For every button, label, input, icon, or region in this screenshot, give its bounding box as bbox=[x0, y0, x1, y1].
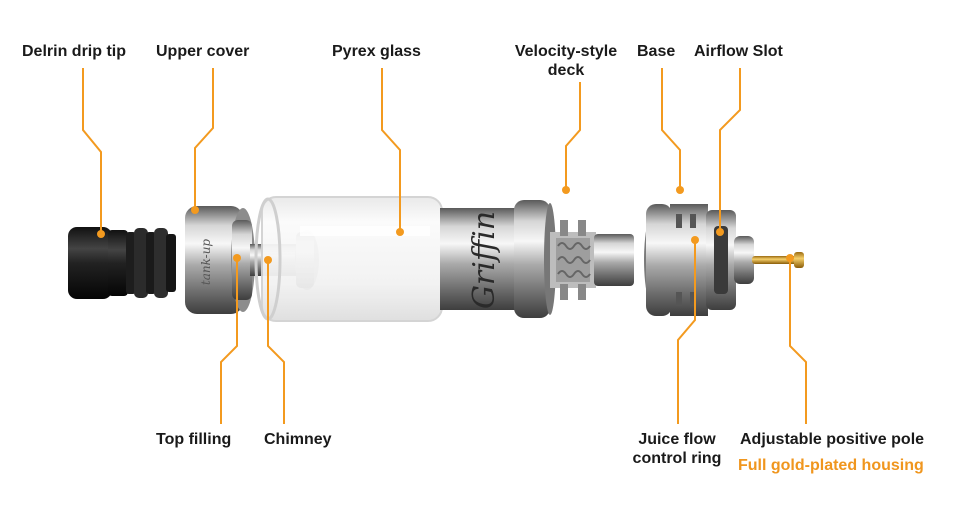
leader-top-filling bbox=[220, 258, 238, 424]
label-upper-cover: Upper cover bbox=[156, 43, 250, 60]
label-deck-line1: Velocity-style bbox=[514, 43, 618, 60]
base bbox=[644, 204, 754, 316]
leader-lines bbox=[82, 68, 807, 424]
leader-upper-cover bbox=[194, 68, 214, 210]
label-deck: Velocity-style deck bbox=[496, 42, 636, 80]
leader-base bbox=[661, 68, 681, 190]
leader-chimney bbox=[267, 260, 285, 424]
leader-positive-pole bbox=[789, 258, 807, 424]
leader-drip-tip bbox=[82, 68, 102, 234]
leader-juice-ring bbox=[677, 240, 696, 424]
tank-body: Griffin bbox=[440, 200, 556, 318]
label-juice-line1: Juice flow bbox=[638, 431, 716, 448]
positive-pole bbox=[752, 252, 804, 268]
leader-airflow bbox=[719, 68, 741, 232]
upper-cover: tank-up bbox=[185, 206, 255, 314]
label-juice-line2: control ring bbox=[632, 450, 722, 467]
label-juice-ring: Juice flow control ring bbox=[614, 430, 740, 468]
leader-dots bbox=[97, 186, 794, 264]
label-top-filling: Top filling bbox=[156, 431, 232, 448]
top-cap-engraving: tank-up bbox=[199, 239, 213, 286]
pyrex-glass bbox=[254, 196, 443, 322]
label-deck-line2: deck bbox=[547, 62, 585, 79]
label-gold-housing: Full gold-plated housing bbox=[738, 457, 924, 474]
velocity-deck bbox=[550, 220, 634, 300]
label-pyrex-glass: Pyrex glass bbox=[332, 43, 421, 60]
label-positive-pole: Adjustable positive pole bbox=[740, 431, 925, 448]
label-drip-tip: Delrin drip tip bbox=[22, 43, 126, 60]
label-airflow-slot: Airflow Slot bbox=[694, 43, 783, 60]
leader-pyrex-glass bbox=[381, 68, 401, 232]
tank-script-engraving: Griffin bbox=[467, 211, 502, 309]
leader-deck bbox=[565, 82, 581, 190]
label-base: Base bbox=[637, 43, 676, 60]
drip-tip bbox=[68, 227, 176, 299]
label-chimney: Chimney bbox=[264, 431, 332, 448]
